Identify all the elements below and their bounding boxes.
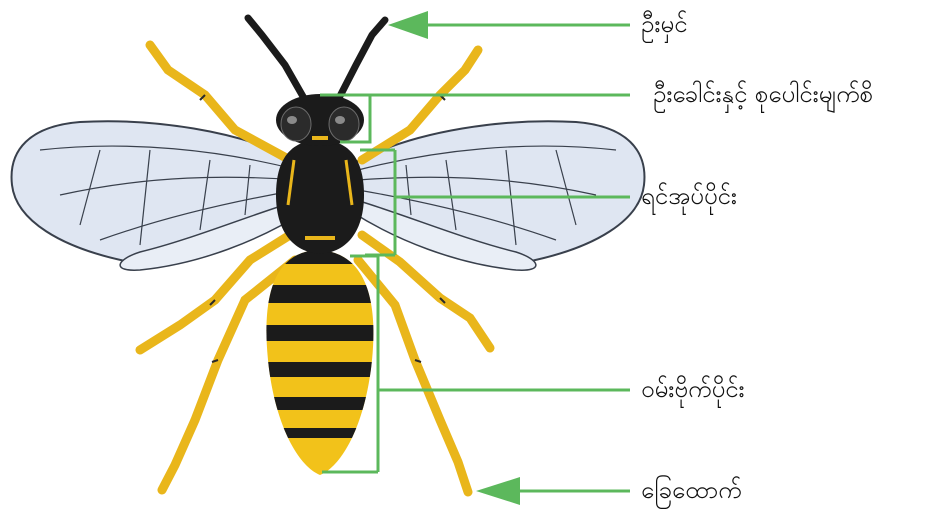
right-compound-eye: [329, 107, 359, 141]
label-abdomen: ဝမ်းဗိုက်ပိုင်း: [641, 377, 745, 401]
leg-pointer-arrowhead: [476, 477, 520, 505]
label-antenna: ဦးမှင်: [641, 12, 687, 36]
left-compound-eye: [281, 107, 311, 141]
antenna-pointer-arrowhead: [388, 11, 428, 39]
head: [276, 94, 364, 146]
label-head-and-compound-eyes: ဦးခေါင်းနှင့် စုပေါင်းမျက်စိ: [653, 82, 873, 106]
right-eye-highlight: [335, 116, 345, 124]
abdomen: [260, 250, 380, 475]
antennae: [248, 18, 385, 100]
left-eye-highlight: [287, 116, 297, 124]
left-antenna: [248, 18, 305, 100]
hind-right-leg: [358, 260, 468, 492]
thorax: [276, 140, 364, 254]
label-leg: ခြေထောက်: [641, 478, 742, 502]
label-thorax: ရင်အုပ်ပိုင်း: [641, 184, 737, 208]
right-antenna: [338, 20, 385, 100]
